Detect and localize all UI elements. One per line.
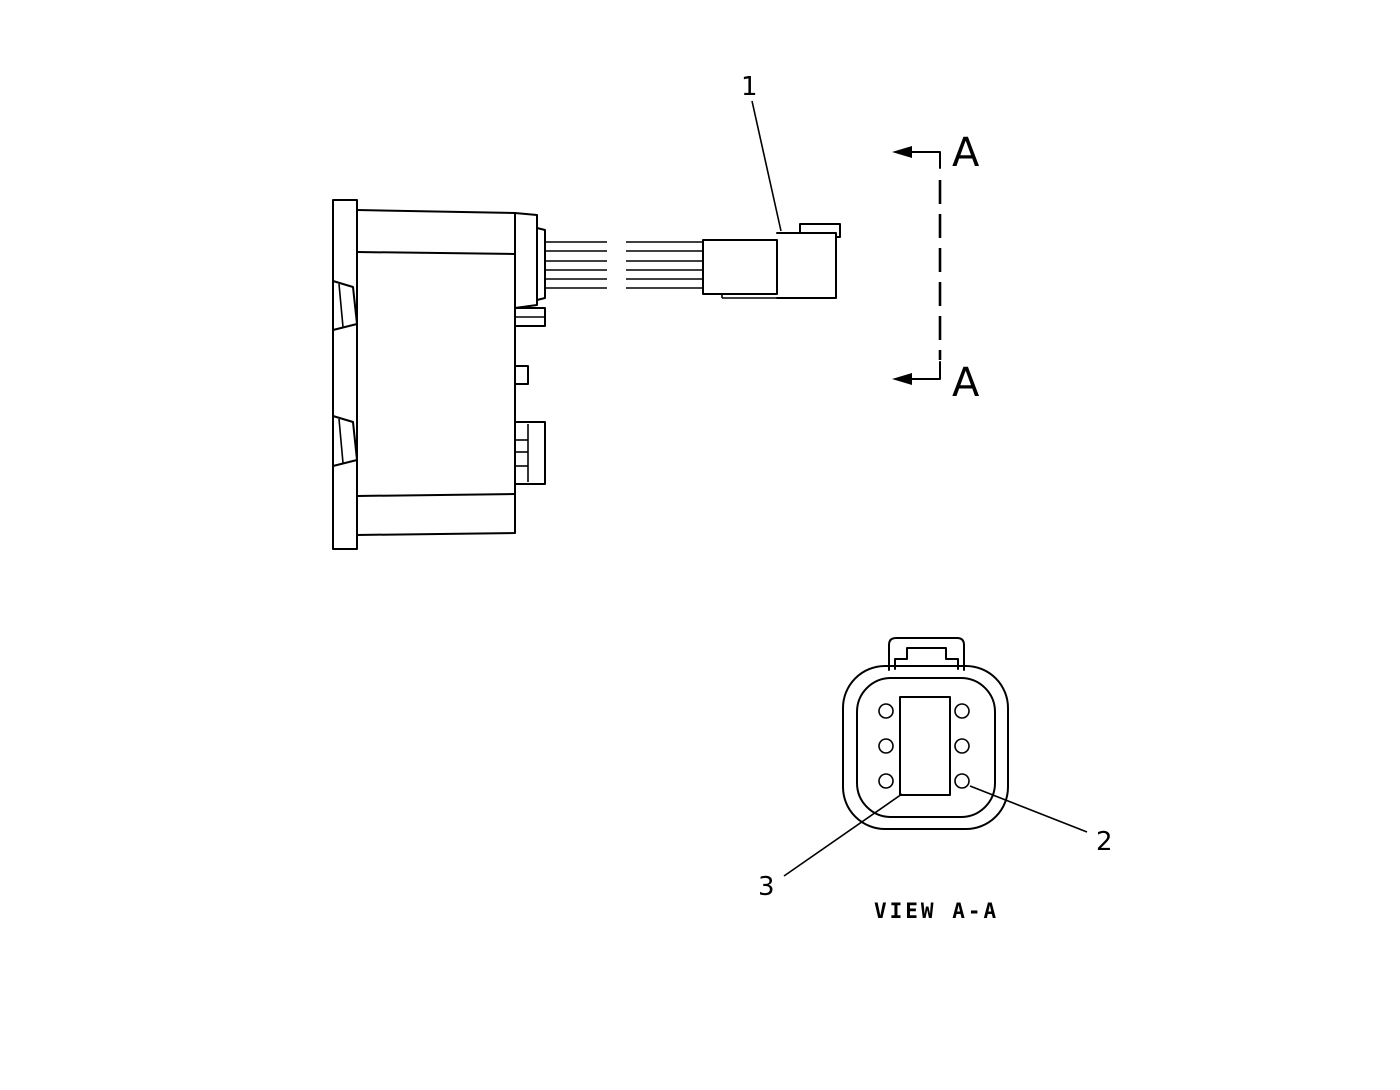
module-front-flange — [332, 199, 358, 550]
control-module — [332, 199, 546, 550]
callout-3-leader — [783, 793, 903, 877]
module-rear-header — [514, 212, 538, 309]
connector-face-view — [842, 637, 1009, 830]
pin-cavity — [878, 773, 894, 789]
face-housing-outer — [842, 665, 1009, 830]
section-arrow-bottom-icon — [892, 373, 912, 385]
callout-1-leader — [751, 100, 782, 232]
section-letter-bottom: A — [952, 360, 980, 406]
pin-cavity — [954, 703, 970, 719]
plug-body — [702, 239, 778, 295]
pin-cavity — [954, 773, 970, 789]
module-rear-stud — [514, 365, 529, 385]
module-clip-upper — [332, 280, 358, 331]
callout-2-label: 2 — [1096, 827, 1113, 857]
section-marker: A A — [892, 130, 980, 406]
module-rear-socket — [514, 421, 546, 485]
module-body — [356, 209, 516, 536]
face-latch-inner — [894, 647, 959, 670]
callout-3-label: 3 — [758, 872, 775, 902]
module-top-band — [356, 251, 516, 255]
module-clip-lower — [332, 415, 358, 467]
section-letter-top: A — [952, 130, 980, 176]
face-center-key — [899, 696, 951, 796]
plug-latch-housing — [776, 232, 837, 299]
module-bottom-band — [356, 493, 516, 497]
callout-2-leader — [969, 785, 1088, 833]
pin-cavity — [878, 703, 894, 719]
callout-1-label: 1 — [741, 72, 758, 102]
pin-cavity — [878, 738, 894, 754]
view-caption: VIEW A-A — [874, 899, 999, 923]
plug-latch — [799, 223, 841, 238]
face-housing-inner — [856, 677, 996, 818]
harness-connector-plug — [702, 223, 841, 299]
harness-wires — [545, 241, 703, 289]
section-arrow-top-icon — [892, 146, 912, 158]
face-latch-outer — [888, 637, 965, 671]
pin-cavity — [954, 738, 970, 754]
